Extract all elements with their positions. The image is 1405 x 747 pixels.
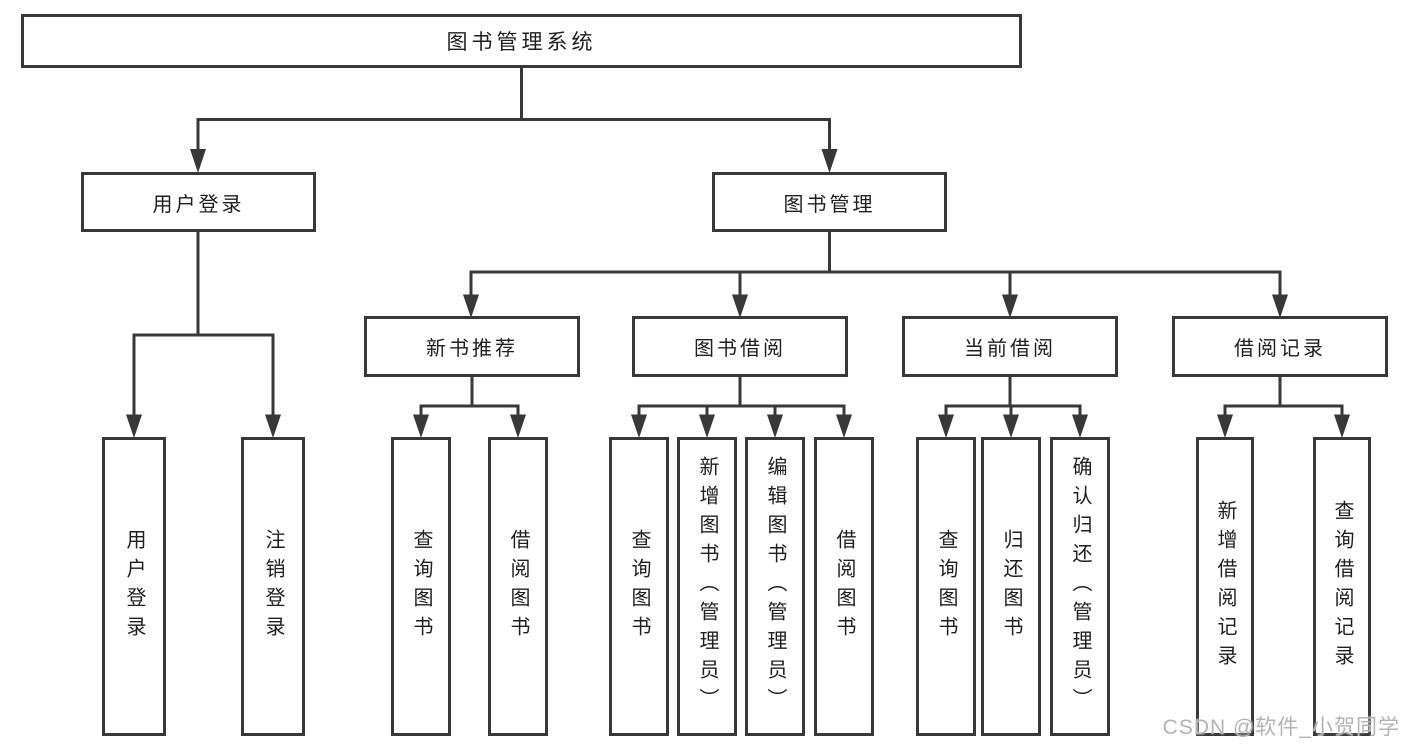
watermark-csdn: CSDN @软件_小贺同学 bbox=[1162, 716, 1400, 739]
leaf-logout-login: 注销登录 bbox=[241, 437, 305, 736]
leaf-label: 借阅图书 bbox=[833, 528, 855, 645]
node-label: 图书管理系统 bbox=[446, 31, 597, 54]
leaf-label: 用户登录 bbox=[123, 528, 145, 645]
leaf-label: 查询图书 bbox=[628, 528, 650, 645]
leaf-cb-confirm-return-admin: 确认归还（管理员） bbox=[1050, 437, 1110, 736]
node-current-borrowing: 当前借阅 bbox=[902, 316, 1118, 377]
leaf-cb-return-books: 归还图书 bbox=[981, 437, 1041, 736]
leaf-label: 查询借阅记录 bbox=[1331, 499, 1353, 674]
node-book-management: 图书管理 bbox=[712, 172, 947, 232]
node-book-borrowing: 图书借阅 bbox=[632, 316, 848, 377]
leaf-label: 编辑图书（管理员） bbox=[764, 456, 786, 717]
node-user-login: 用户登录 bbox=[81, 172, 316, 232]
node-new-book-recommendation: 新书推荐 bbox=[364, 316, 580, 377]
node-library-management-system: 图书管理系统 bbox=[21, 14, 1022, 68]
leaf-user-login: 用户登录 bbox=[102, 437, 166, 736]
node-label: 当前借阅 bbox=[964, 338, 1056, 360]
leaf-br-query-record: 查询借阅记录 bbox=[1313, 437, 1371, 736]
leaf-label: 查询图书 bbox=[410, 528, 432, 645]
leaf-label: 查询图书 bbox=[935, 528, 957, 645]
leaf-bb-query-books: 查询图书 bbox=[609, 437, 669, 736]
leaf-br-add-record: 新增借阅记录 bbox=[1196, 437, 1254, 736]
leaf-label: 归还图书 bbox=[1000, 528, 1022, 645]
leaf-label: 确认归还（管理员） bbox=[1069, 456, 1091, 717]
leaf-nb-query-books: 查询图书 bbox=[391, 437, 451, 736]
leaf-label: 新增图书（管理员） bbox=[696, 456, 718, 717]
leaf-bb-add-books-admin: 新增图书（管理员） bbox=[677, 437, 737, 736]
leaf-nb-borrow-books: 借阅图书 bbox=[488, 437, 548, 736]
node-label: 借阅记录 bbox=[1234, 338, 1326, 360]
leaf-bb-borrow-books: 借阅图书 bbox=[814, 437, 874, 736]
node-borrowing-records: 借阅记录 bbox=[1172, 316, 1388, 377]
leaf-label: 借阅图书 bbox=[507, 528, 529, 645]
node-label: 图书借阅 bbox=[694, 338, 786, 360]
leaf-cb-query-books: 查询图书 bbox=[916, 437, 976, 736]
node-label: 新书推荐 bbox=[426, 338, 518, 360]
node-label: 图书管理 bbox=[783, 193, 876, 216]
leaf-bb-edit-books-admin: 编辑图书（管理员） bbox=[745, 437, 805, 736]
leaf-label: 注销登录 bbox=[262, 528, 284, 645]
node-label: 用户登录 bbox=[152, 193, 245, 216]
leaf-label: 新增借阅记录 bbox=[1214, 499, 1236, 674]
